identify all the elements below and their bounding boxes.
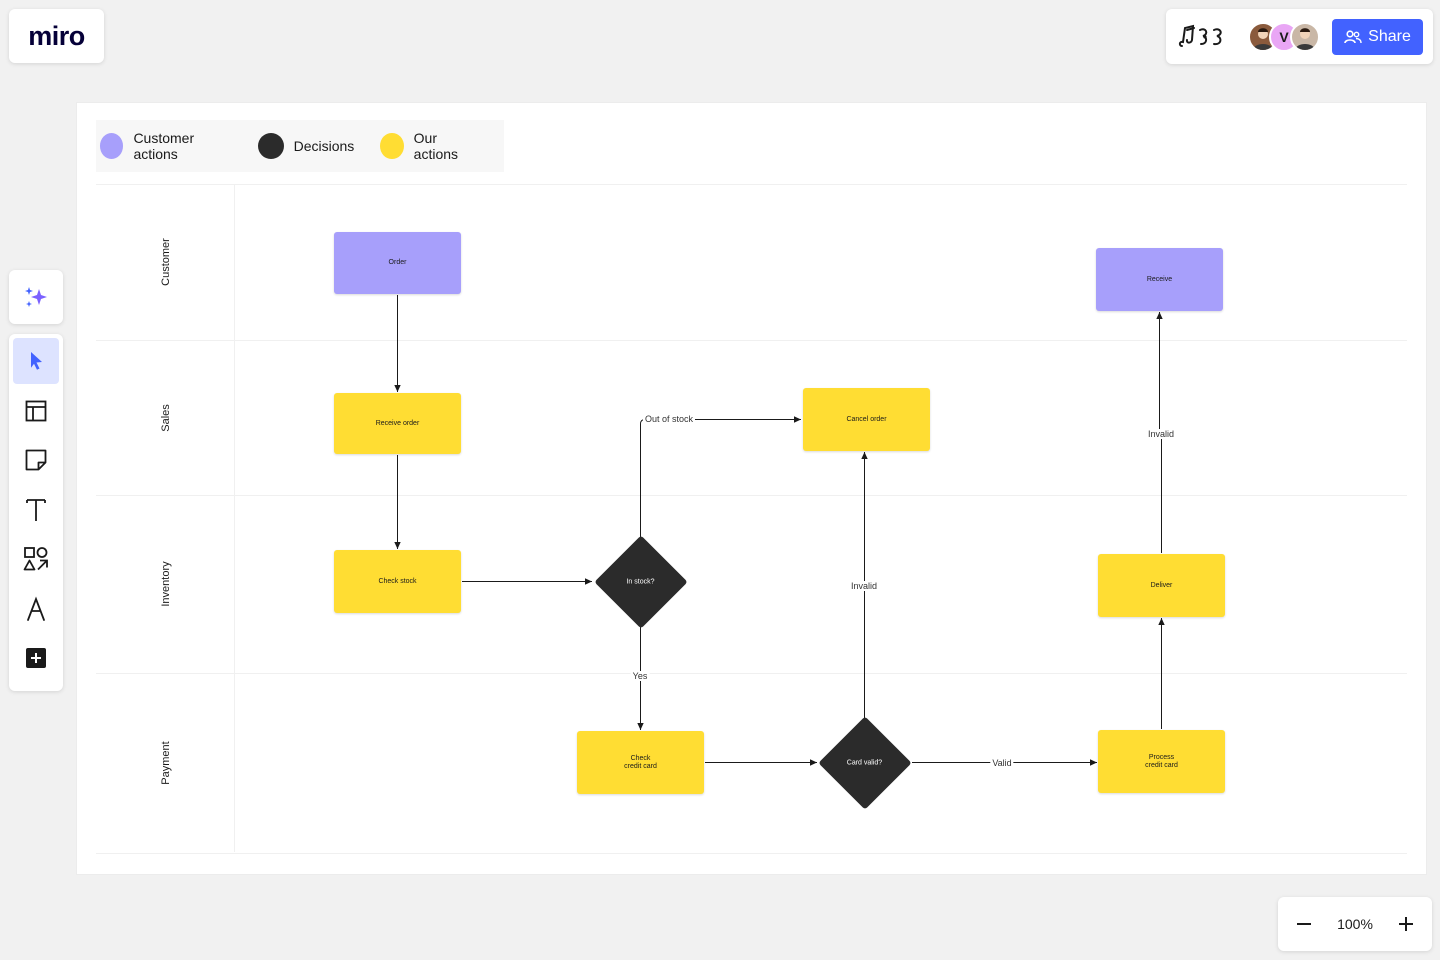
ai-assist-button[interactable]	[9, 270, 63, 324]
tool-shapes[interactable]	[13, 536, 59, 582]
sparkle-icon	[25, 287, 47, 307]
legend-label: Our actions	[413, 130, 459, 162]
lane-border	[96, 495, 1407, 496]
cursor-icon	[31, 352, 42, 370]
users-icon	[1344, 29, 1362, 43]
person-icon	[1253, 27, 1273, 50]
collaborator-avatars[interactable]: V	[1248, 21, 1320, 52]
zoom-controls: 100%	[1278, 897, 1432, 951]
legend-label: Customer actions	[133, 130, 195, 162]
lane-header-divider	[234, 184, 235, 852]
edge-label-valid[interactable]: Valid	[990, 758, 1014, 768]
node-check-stock[interactable]: Check stock	[334, 550, 461, 613]
lane-border-top	[96, 184, 1407, 185]
legend-item-customer: Customer actions	[100, 130, 232, 162]
person-icon	[1295, 27, 1315, 50]
board-doodle-icon[interactable]	[1178, 22, 1234, 52]
node-order[interactable]: Order	[334, 232, 461, 294]
node-process-credit-card[interactable]: Process credit card	[1098, 730, 1225, 793]
node-receive[interactable]: Receive	[1096, 248, 1223, 311]
templates-icon	[25, 400, 47, 421]
logo-text: miro	[28, 20, 85, 51]
lane-border	[96, 673, 1407, 674]
legend-label: Decisions	[293, 138, 355, 154]
zoom-out-button[interactable]	[1292, 912, 1316, 936]
decision-label-in-stock: In stock?	[626, 578, 655, 585]
node-deliver[interactable]: Deliver	[1098, 554, 1225, 617]
miro-logo[interactable]: miro	[9, 9, 104, 63]
zoom-level[interactable]: 100%	[1337, 916, 1373, 932]
left-toolbar	[9, 334, 63, 691]
legend-dot-our-actions	[380, 133, 404, 159]
legend-dot-customer	[100, 133, 124, 159]
tool-templates[interactable]	[13, 388, 59, 434]
minus-icon	[1297, 923, 1311, 925]
tool-more[interactable]	[13, 635, 59, 681]
legend-dot-decisions	[257, 133, 284, 159]
lane-border-bottom	[96, 853, 1407, 854]
lane-border	[96, 340, 1407, 341]
shapes-icon	[23, 547, 48, 571]
legend-item-our-actions: Our actions	[380, 130, 478, 162]
decision-label-card-valid: Card valid?	[846, 759, 883, 766]
node-receive-order[interactable]: Receive order	[334, 393, 461, 454]
tool-sticky-note[interactable]	[13, 437, 59, 483]
edge-label-invalid[interactable]: Invalid	[1145, 429, 1177, 439]
zoom-in-button[interactable]	[1394, 912, 1418, 936]
tool-select[interactable]	[13, 338, 59, 384]
edge-label-yes[interactable]: Yes	[630, 671, 650, 681]
plus-icon	[1399, 917, 1413, 931]
edge-in-stock-to-cancel-order[interactable]	[640, 416, 802, 538]
node-cancel-order[interactable]: Cancel order	[803, 388, 930, 451]
avatar[interactable]	[1290, 21, 1320, 52]
tool-pen[interactable]	[13, 586, 59, 632]
edge-label-out-of-stock[interactable]: Out of stock	[642, 414, 696, 424]
legend-item-decisions: Decisions	[257, 133, 355, 159]
node-check-credit-card[interactable]: Check credit card	[577, 731, 704, 794]
plus-square-icon	[26, 648, 46, 668]
tool-text[interactable]	[13, 487, 59, 533]
sticky-note-icon	[25, 449, 47, 471]
share-button[interactable]: Share	[1332, 18, 1423, 55]
share-label: Share	[1368, 27, 1411, 45]
edge-label-invalid[interactable]: Invalid	[848, 581, 880, 591]
pen-icon	[27, 595, 45, 621]
collaboration-panel: V Share	[1166, 9, 1433, 64]
legend[interactable]: Customer actions Decisions Our actions	[96, 120, 504, 172]
text-icon	[26, 498, 46, 521]
